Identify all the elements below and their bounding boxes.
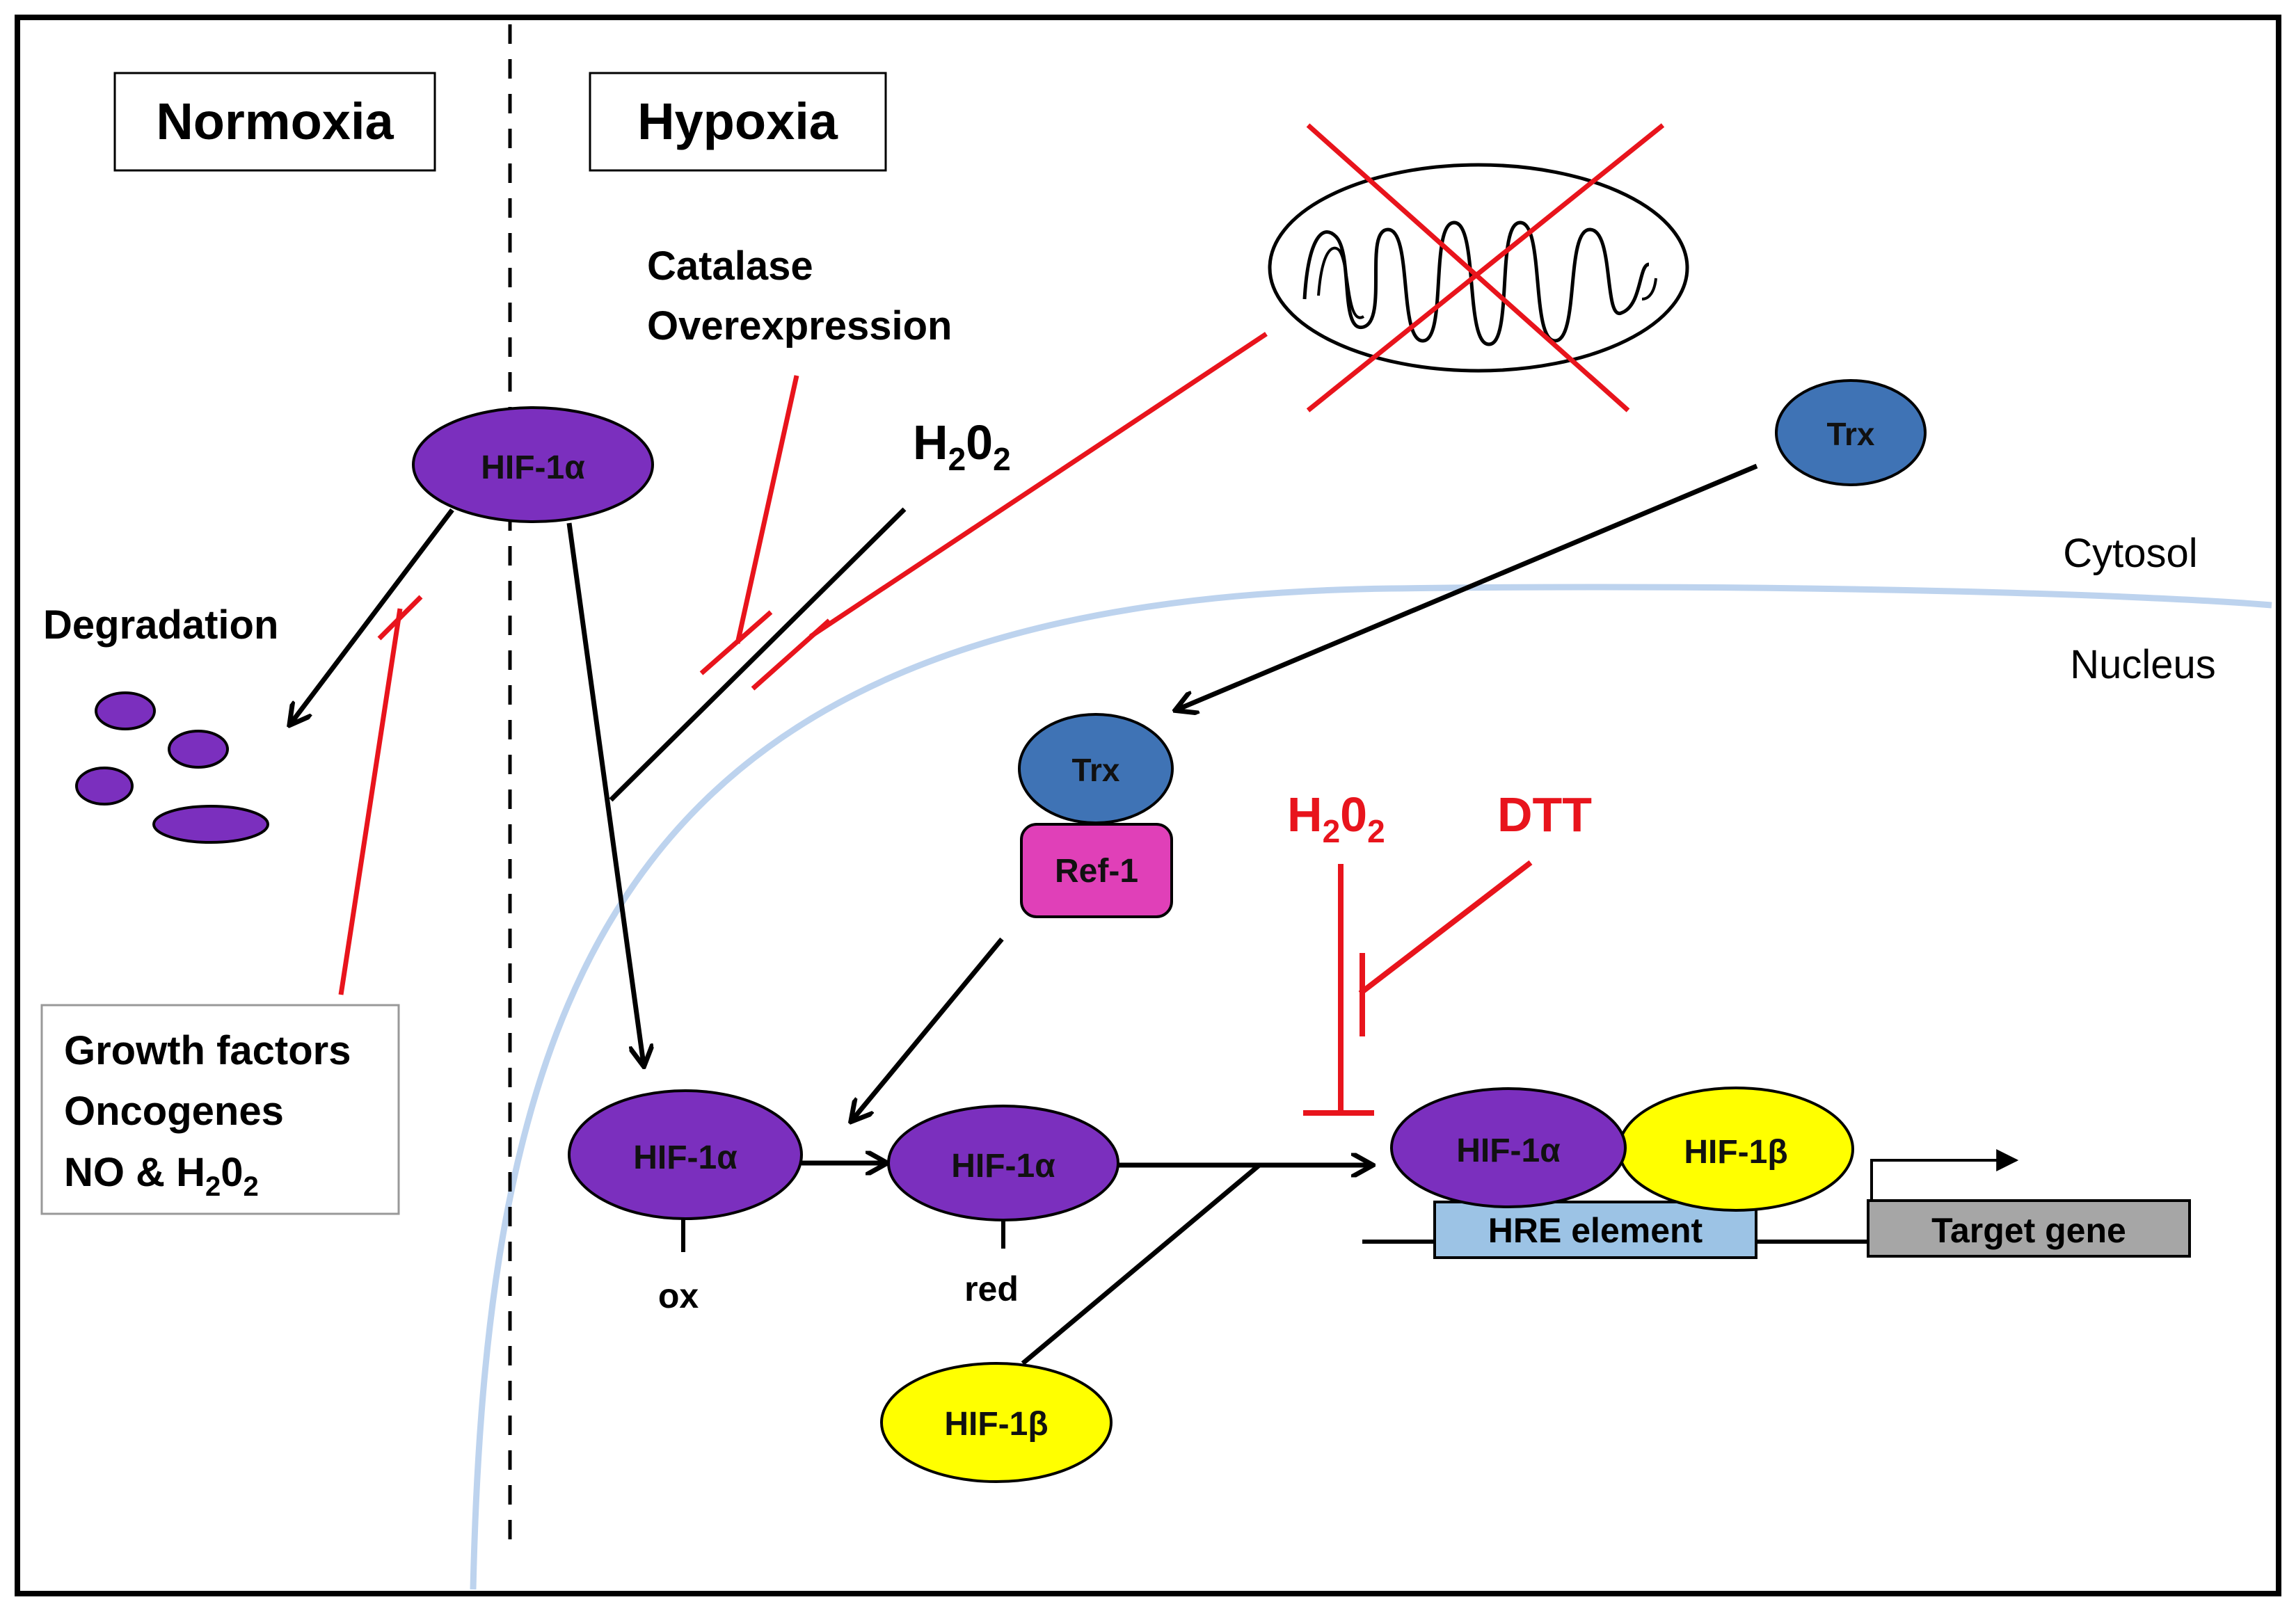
trx-cytosol bbox=[1775, 379, 1927, 486]
hif1b-free-label: HIF-1β bbox=[944, 1406, 1048, 1443]
trx-nucleus-label: Trx bbox=[1071, 752, 1119, 788]
stimuli-line3: NO & H202 bbox=[64, 1150, 259, 1202]
hif1a-red-label: HIF-1α bbox=[951, 1148, 1055, 1185]
hif1b-dimer-label: HIF-1β bbox=[1684, 1134, 1787, 1171]
nucleus-label: Nucleus bbox=[2070, 642, 2216, 687]
mitochondrion-cross-icon bbox=[1306, 123, 1665, 412]
h2o2-label: H202 bbox=[913, 415, 1011, 477]
hif1a-dimer bbox=[1390, 1087, 1627, 1208]
ref1-label: Ref-1 bbox=[1055, 853, 1138, 890]
hif1a-dimer-label: HIF-1α bbox=[1456, 1132, 1561, 1169]
mitochondria-inhibition bbox=[751, 332, 1268, 691]
dtt-inhibition bbox=[1358, 860, 1533, 1036]
catalase-label: Catalase bbox=[647, 243, 813, 289]
hif1b-free bbox=[880, 1362, 1113, 1483]
trx-translocation-arrow bbox=[1177, 463, 1758, 710]
stimuli-line2: Oncogenes bbox=[64, 1089, 284, 1134]
h2o2-inhibition bbox=[1303, 864, 1374, 1116]
ox-label: ox bbox=[658, 1276, 699, 1315]
cytosol-label: Cytosol bbox=[2063, 531, 2197, 576]
dtt-label: DTT bbox=[1497, 787, 1592, 842]
h2o2-nuclear-label: H202 bbox=[1287, 787, 1385, 849]
stabilization-arrow bbox=[566, 522, 644, 1064]
catalase-label-line2: Overexpression bbox=[647, 303, 952, 348]
trx-cytosol-label: Trx bbox=[1826, 416, 1874, 452]
hre-element bbox=[1433, 1201, 1757, 1259]
h2o2-activation-line bbox=[609, 507, 907, 802]
normoxia-box bbox=[113, 72, 436, 172]
stimuli-line1: Growth factors bbox=[64, 1028, 351, 1073]
degradation-arrow bbox=[291, 508, 454, 723]
catalase-inhibition bbox=[699, 375, 799, 675]
hypoxia-box bbox=[589, 72, 887, 172]
target-gene-label: Target gene bbox=[1931, 1211, 2126, 1250]
hif1b-join-line bbox=[1021, 1163, 1261, 1365]
transcription-start-icon bbox=[1870, 1149, 2019, 1201]
stimuli-box bbox=[40, 1004, 400, 1215]
nuclear-membrane bbox=[470, 584, 2272, 1590]
ref1-box bbox=[1020, 823, 1173, 918]
red-label: red bbox=[964, 1269, 1019, 1308]
normoxia-label: Normoxia bbox=[156, 93, 394, 150]
degraded-fragments bbox=[75, 691, 269, 844]
hypoxia-label: Hypoxia bbox=[637, 93, 838, 150]
hif1a-cytosol bbox=[412, 406, 654, 523]
hre-label: HRE element bbox=[1488, 1211, 1703, 1250]
ref1-reduction-arrow bbox=[852, 937, 1004, 1120]
stimuli-inhibition bbox=[338, 595, 423, 995]
hif1a-cytosol-label: HIF-1α bbox=[481, 449, 585, 486]
mitochondrion-icon bbox=[1268, 163, 1689, 373]
target-gene bbox=[1867, 1199, 2191, 1258]
degradation-label: Degradation bbox=[43, 602, 278, 648]
hif1a-ox-label: HIF-1α bbox=[633, 1139, 738, 1176]
